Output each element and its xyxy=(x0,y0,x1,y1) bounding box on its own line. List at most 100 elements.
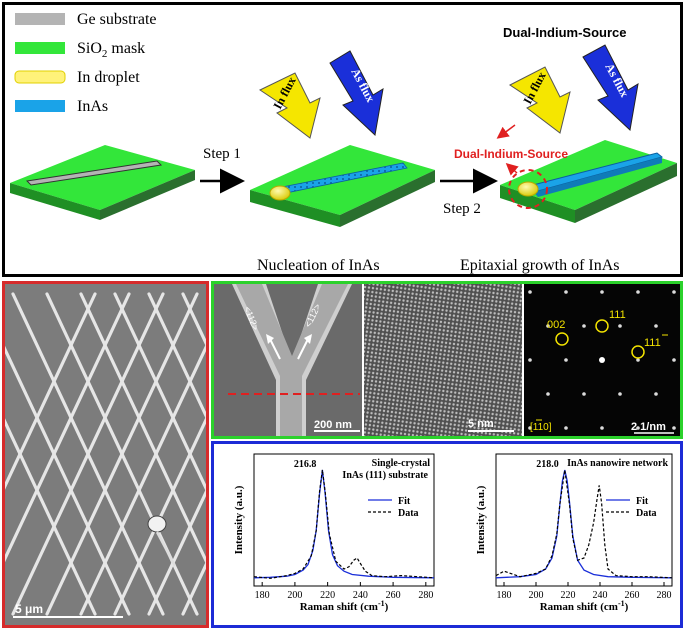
diffraction-spot xyxy=(654,324,658,328)
saed-label-002: 002 xyxy=(547,319,565,331)
x-tick-label: 200 xyxy=(529,590,544,601)
indium-droplet-2 xyxy=(517,181,539,197)
legend-label-sio2: SiO2 mask xyxy=(77,40,145,60)
legend-swatch-ge xyxy=(15,13,65,25)
chart-title: InAs nanowire network xyxy=(567,458,668,469)
diffraction-spot xyxy=(582,324,586,328)
legend: Ge substrate SiO2 mask In droplet InAs xyxy=(14,11,157,115)
legend-swatch-droplet xyxy=(14,70,66,84)
substrate-slab-3 xyxy=(500,140,677,223)
tem-junction-image: <112> <112> 200 nm xyxy=(214,284,362,436)
legend-swatch-inas xyxy=(15,100,65,112)
chart-title-line2: InAs (111) substrate xyxy=(342,470,428,481)
legend-label-fit: Fit xyxy=(398,496,411,507)
x-axis-label: Raman shift (cm-1) xyxy=(300,599,389,613)
saed-circle-002 xyxy=(555,332,569,346)
diffraction-spot xyxy=(618,324,622,328)
x-tick-label: 240 xyxy=(353,590,368,601)
nanowire xyxy=(113,416,206,616)
saed-diffraction-image: 002 111 111 [110] 2 1/nm xyxy=(524,284,680,436)
x-axis-label: Raman shift (cm-1) xyxy=(540,599,629,613)
x-tick-label: 280 xyxy=(657,590,672,601)
growth-schematic: Ge substrate SiO2 mask In droplet InAs S… xyxy=(10,11,677,274)
legend-label-ge: Ge substrate xyxy=(77,11,157,28)
nanowire xyxy=(147,488,206,616)
legend-label-fit: Fit xyxy=(636,496,649,507)
as-flux-arrow-1: As flux xyxy=(329,50,384,136)
diffraction-spot xyxy=(654,392,658,396)
dual-source-title: Dual-Indium-Source xyxy=(503,25,627,40)
series-data xyxy=(495,469,673,579)
substrate-slab-1 xyxy=(10,145,195,220)
hrtem-lattice-image: 5 nm xyxy=(364,284,522,436)
nanowire xyxy=(5,292,97,490)
legend-label-inas: InAs xyxy=(77,98,108,115)
diffraction-spot xyxy=(546,392,550,396)
plot-frame xyxy=(495,453,673,587)
tem-images: <112> <112> 200 nm 5 nm xyxy=(214,284,680,436)
saed-circle-111 xyxy=(595,319,609,333)
saed-label-111: 111 xyxy=(609,309,626,321)
y-axis-label: Intensity (a.u.) xyxy=(475,485,487,554)
x-tick-label: 180 xyxy=(497,590,512,601)
as-flux-arrow-2: As flux xyxy=(582,44,639,131)
legend-label-data: Data xyxy=(636,508,657,519)
in-flux-arrow-2: In flux xyxy=(509,66,571,134)
tem-image-panel: <112> <112> 200 nm 5 nm xyxy=(211,281,683,439)
nanowire xyxy=(11,292,165,616)
diffraction-spot xyxy=(528,426,532,430)
diffraction-spot xyxy=(564,290,568,294)
sem-scale-label: 5 μm xyxy=(15,602,43,616)
growth-schematic-panel: Ge substrate SiO2 mask In droplet InAs S… xyxy=(2,2,683,277)
saed-zone-axis: [110] xyxy=(530,422,552,433)
diffraction-spot xyxy=(672,290,676,294)
nucleation-caption: Nucleation of InAs xyxy=(257,257,380,274)
substrate-slab-2 xyxy=(250,145,435,227)
epitaxial-caption: Epitaxial growth of InAs xyxy=(460,257,620,274)
dual-source-annotation: Dual-Indium-Source xyxy=(454,147,568,161)
saed-scale-label: 2 1/nm xyxy=(631,421,666,433)
hrtem-scale-label: 5 nm xyxy=(468,418,494,430)
sem-nanowire-network: 5 μm xyxy=(5,284,206,625)
x-tick-label: 220 xyxy=(561,590,576,601)
x-tick-label: 260 xyxy=(625,590,640,601)
series-fit xyxy=(253,469,435,579)
dual-source-pointer-2 xyxy=(505,163,519,176)
diffraction-spot xyxy=(546,324,550,328)
peak-label: 216.8 xyxy=(294,459,317,470)
legend-label-data: Data xyxy=(398,508,419,519)
tem-scale-label: 200 nm xyxy=(314,419,352,431)
x-tick-label: 180 xyxy=(255,590,270,601)
diffraction-spot xyxy=(528,358,532,362)
diffraction-spot xyxy=(564,426,568,430)
plot-frame xyxy=(253,453,435,587)
diffraction-spot xyxy=(618,392,622,396)
diffraction-spot xyxy=(564,358,568,362)
step1-label: Step 1 xyxy=(203,146,241,162)
diffraction-spot xyxy=(582,392,586,396)
nanowire xyxy=(45,292,199,616)
indium-droplet-1 xyxy=(269,185,291,201)
nanowire-grid xyxy=(5,292,206,616)
diffraction-spot xyxy=(636,358,640,362)
diffraction-spot xyxy=(636,290,640,294)
nanowire xyxy=(79,343,206,616)
peak-label: 218.0 xyxy=(536,459,559,470)
x-tick-label: 200 xyxy=(287,590,302,601)
saed-circle-11bar1 xyxy=(631,345,645,359)
dual-source-circle xyxy=(508,169,548,209)
x-tick-label: 220 xyxy=(320,590,335,601)
sem-droplet-feature xyxy=(147,515,167,533)
x-tick-label: 240 xyxy=(593,590,608,601)
chart-title: Single-crystal xyxy=(372,458,431,469)
in-flux-arrow-1: In flux xyxy=(258,72,321,139)
saed-label-11bar1: 111 xyxy=(644,337,661,349)
step2-label: Step 2 xyxy=(443,201,481,217)
series-fit xyxy=(495,469,673,579)
series-data xyxy=(253,469,435,579)
diffraction-spot xyxy=(600,426,604,430)
